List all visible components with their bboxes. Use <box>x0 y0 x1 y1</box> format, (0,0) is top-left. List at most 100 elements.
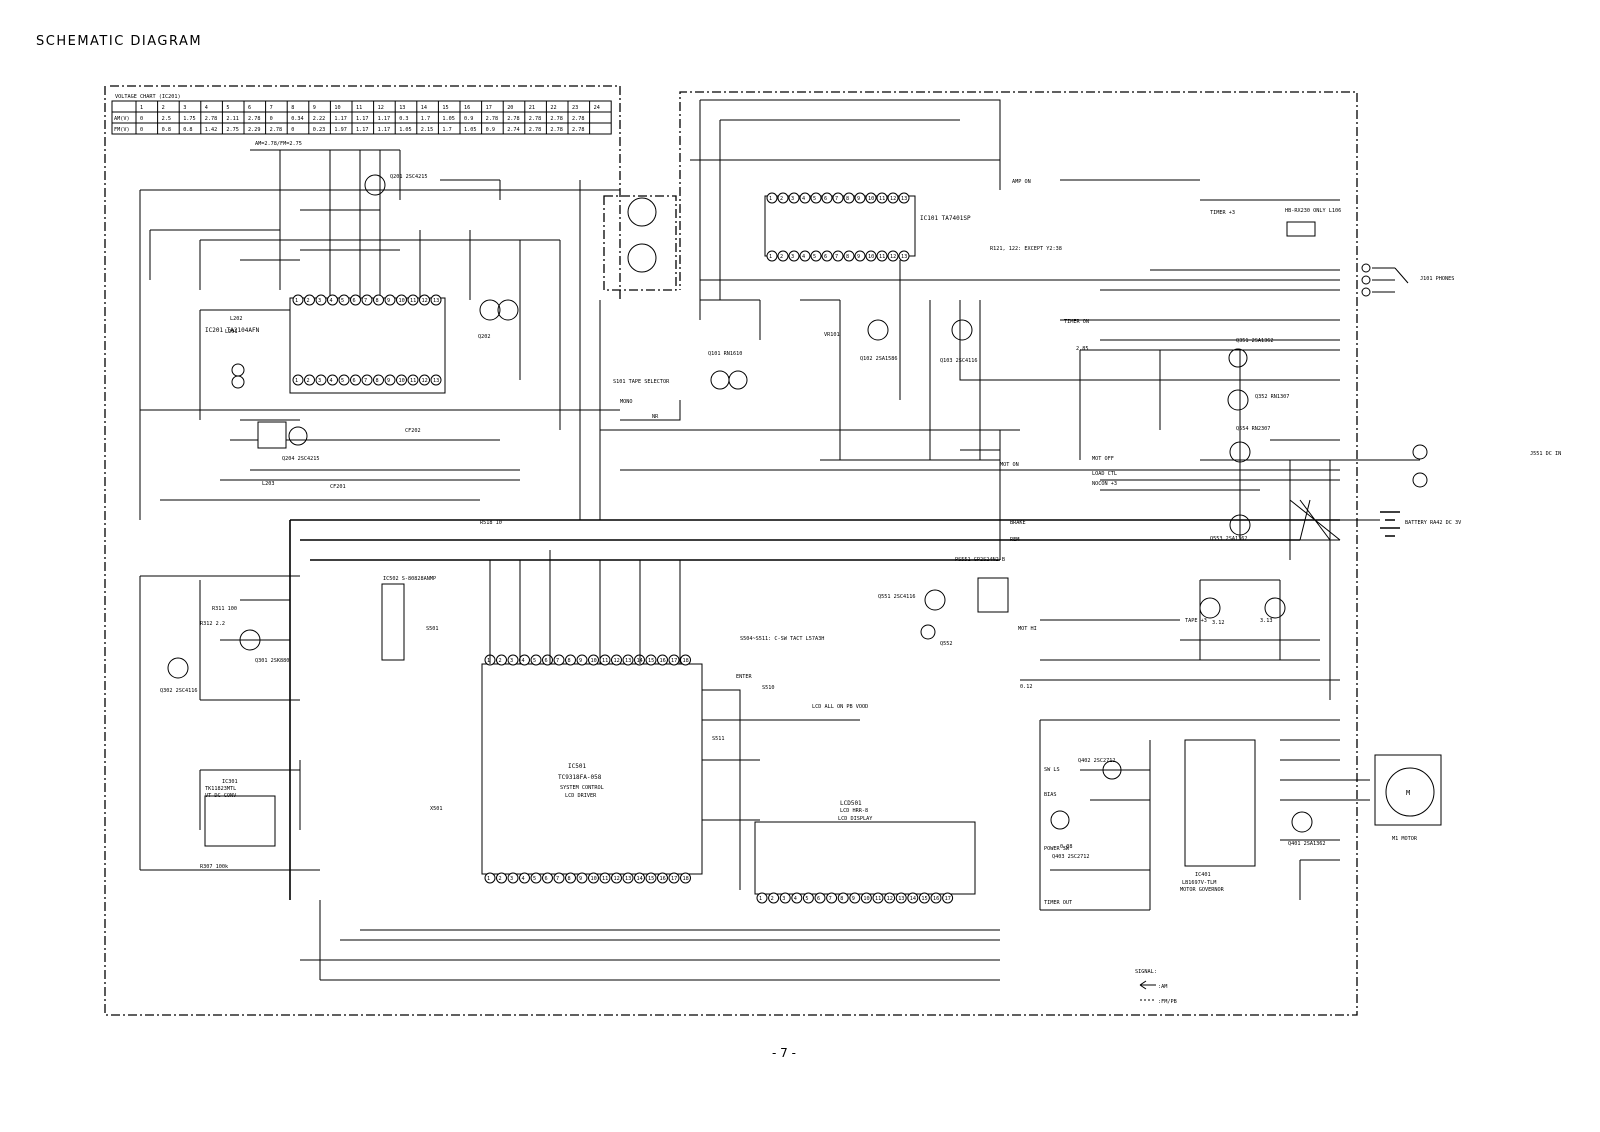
ic101-pin <box>788 250 800 262</box>
head-r-symbol <box>627 243 657 273</box>
ic201-pin <box>419 374 430 386</box>
voltage-chart-cell: 3 <box>183 105 186 111</box>
ic201-pin-number: 6 <box>353 378 356 384</box>
ic201-pin-number: 13 <box>433 378 439 384</box>
ic501-pin-number: 13 <box>625 658 631 664</box>
ic101-pin-number: 5 <box>813 254 816 260</box>
q554-label: Q554 RN2307 <box>1236 426 1270 432</box>
ic501-pin <box>645 654 657 666</box>
ic501-pin <box>668 872 680 884</box>
l106-label: HB-RX230 ONLY L106 <box>1285 208 1341 214</box>
q403-label: Q403 2SC2712 <box>1052 854 1089 860</box>
net-label: MOT ON <box>1000 462 1019 468</box>
q102-label: Q102 2SA1586 <box>860 356 897 362</box>
voltage-chart-cell: 0 <box>140 116 143 122</box>
ic201-pin <box>430 374 442 386</box>
voltage-chart-cell: 2.22 <box>313 116 326 122</box>
ic201-pin-number: 6 <box>353 298 356 304</box>
ic501-pin <box>576 654 588 666</box>
voltage-chart-cell: AM(V) <box>114 116 130 122</box>
ic501-pin-number: 17 <box>671 876 677 882</box>
voltage-chart-cell: 17 <box>486 105 492 111</box>
voltage-chart-cell: 1.05 <box>442 116 455 122</box>
ic101-pin-number: 2 <box>780 196 783 202</box>
voltage-chart-cell: 2.78 <box>248 116 261 122</box>
ic201-pin <box>292 294 304 306</box>
voltage-chart-cell: 2.78 <box>507 116 520 122</box>
lcd501-pin <box>918 892 930 904</box>
lcd501-pin-number: 9 <box>852 896 855 902</box>
vt-wiring <box>139 575 320 871</box>
q102-symbol <box>867 319 889 341</box>
voltage-chart-cell: FM(V) <box>114 127 130 133</box>
ic201-pin-number: 13 <box>433 298 439 304</box>
ic501-pin-number: 8 <box>568 876 571 882</box>
s510-label: S510 <box>762 685 775 691</box>
voltage-chart-cell: 2.78 <box>550 127 563 133</box>
terminal-2-symbol <box>231 375 245 389</box>
l201-label: L201 <box>225 329 238 335</box>
voltage-chart-cell: 1.75 <box>183 116 196 122</box>
amp-wiring <box>600 99 1340 560</box>
voltage-chart-cell: 16 <box>464 105 470 111</box>
ic101-pin <box>810 250 822 262</box>
lcd501-pin <box>942 892 954 904</box>
ic501-pin-number: 5 <box>533 658 536 664</box>
q401-label: Q401 2SA1362 <box>1288 841 1325 847</box>
lcd501-pin <box>930 892 942 904</box>
ic101-pin <box>887 192 899 204</box>
ic201-pin <box>407 294 419 306</box>
except-note: R121, 122: EXCEPT Y2:38 <box>990 246 1062 252</box>
voltage-chart-cell: 0 <box>270 116 273 122</box>
voltage-chart-cell: 2.78 <box>486 116 499 122</box>
net-label: TIMER OUT <box>1044 900 1072 906</box>
voltage-chart-cell: 1 <box>140 105 143 111</box>
ic101-pin <box>777 192 789 204</box>
lcd501-label: LCD501 <box>840 800 862 807</box>
ic401-label: IC401 <box>1195 872 1211 878</box>
ic201-pin <box>384 294 396 306</box>
lcd501-pin-number: 17 <box>945 896 951 902</box>
voltage-chart-cell: 0.9 <box>464 116 473 122</box>
lcd501-pin <box>779 892 791 904</box>
ic101-pin-number: 9 <box>857 254 860 260</box>
voltage-chart-cell: 2.11 <box>226 116 239 122</box>
q201-symbol <box>364 174 386 196</box>
ic201-pin <box>327 294 338 306</box>
ic501-pin-number: 15 <box>648 876 654 882</box>
signal-legend-fm: :FM/PB <box>1158 999 1177 1005</box>
ic101-pin-number: 4 <box>802 254 805 260</box>
ic101-pin <box>799 250 811 262</box>
ic502-body <box>381 583 405 661</box>
voltage-chart-cell: 22 <box>550 105 556 111</box>
lcd501-pin <box>860 892 872 904</box>
ic501-pin-number: 16 <box>660 658 666 664</box>
q201-label: Q201 2SC4215 <box>390 174 427 180</box>
ic201-pin <box>338 294 350 306</box>
ic501-pin-number: 14 <box>637 876 643 882</box>
lcd501-pin <box>884 892 896 904</box>
net-label: TIMER ON <box>1064 319 1089 325</box>
ic101-pin-number: 3 <box>791 254 794 260</box>
ic201-pin-number: 2 <box>307 378 310 384</box>
ic501-pin-number: 4 <box>522 876 525 882</box>
ic501-pin <box>622 654 634 666</box>
ic201-pin-number: 4 <box>330 378 333 384</box>
page-title: SCHEMATIC DIAGRAM <box>36 34 203 49</box>
ic501-pin-number: 12 <box>614 876 620 882</box>
voltage-chart-cell: 2.5 <box>162 116 171 122</box>
head-l-symbol <box>627 197 657 227</box>
voltage-chart-cell: 2.78 <box>205 116 218 122</box>
voltage-chart-cell: 1.17 <box>378 116 391 122</box>
ic101-pin <box>898 192 910 204</box>
voltage-chart-cell: 1.97 <box>334 127 347 133</box>
voltage-chart-cell: 0.34 <box>291 116 304 122</box>
ic101-pin-number: 1 <box>769 196 772 202</box>
ic201-pin-number: 12 <box>422 378 428 384</box>
voltage-chart-cell: 1.17 <box>334 116 347 122</box>
ic501-pin <box>680 872 691 884</box>
q555-symbol <box>1199 597 1221 619</box>
ic101-pin <box>876 192 888 204</box>
net-label: MOT OFF <box>1092 456 1114 462</box>
